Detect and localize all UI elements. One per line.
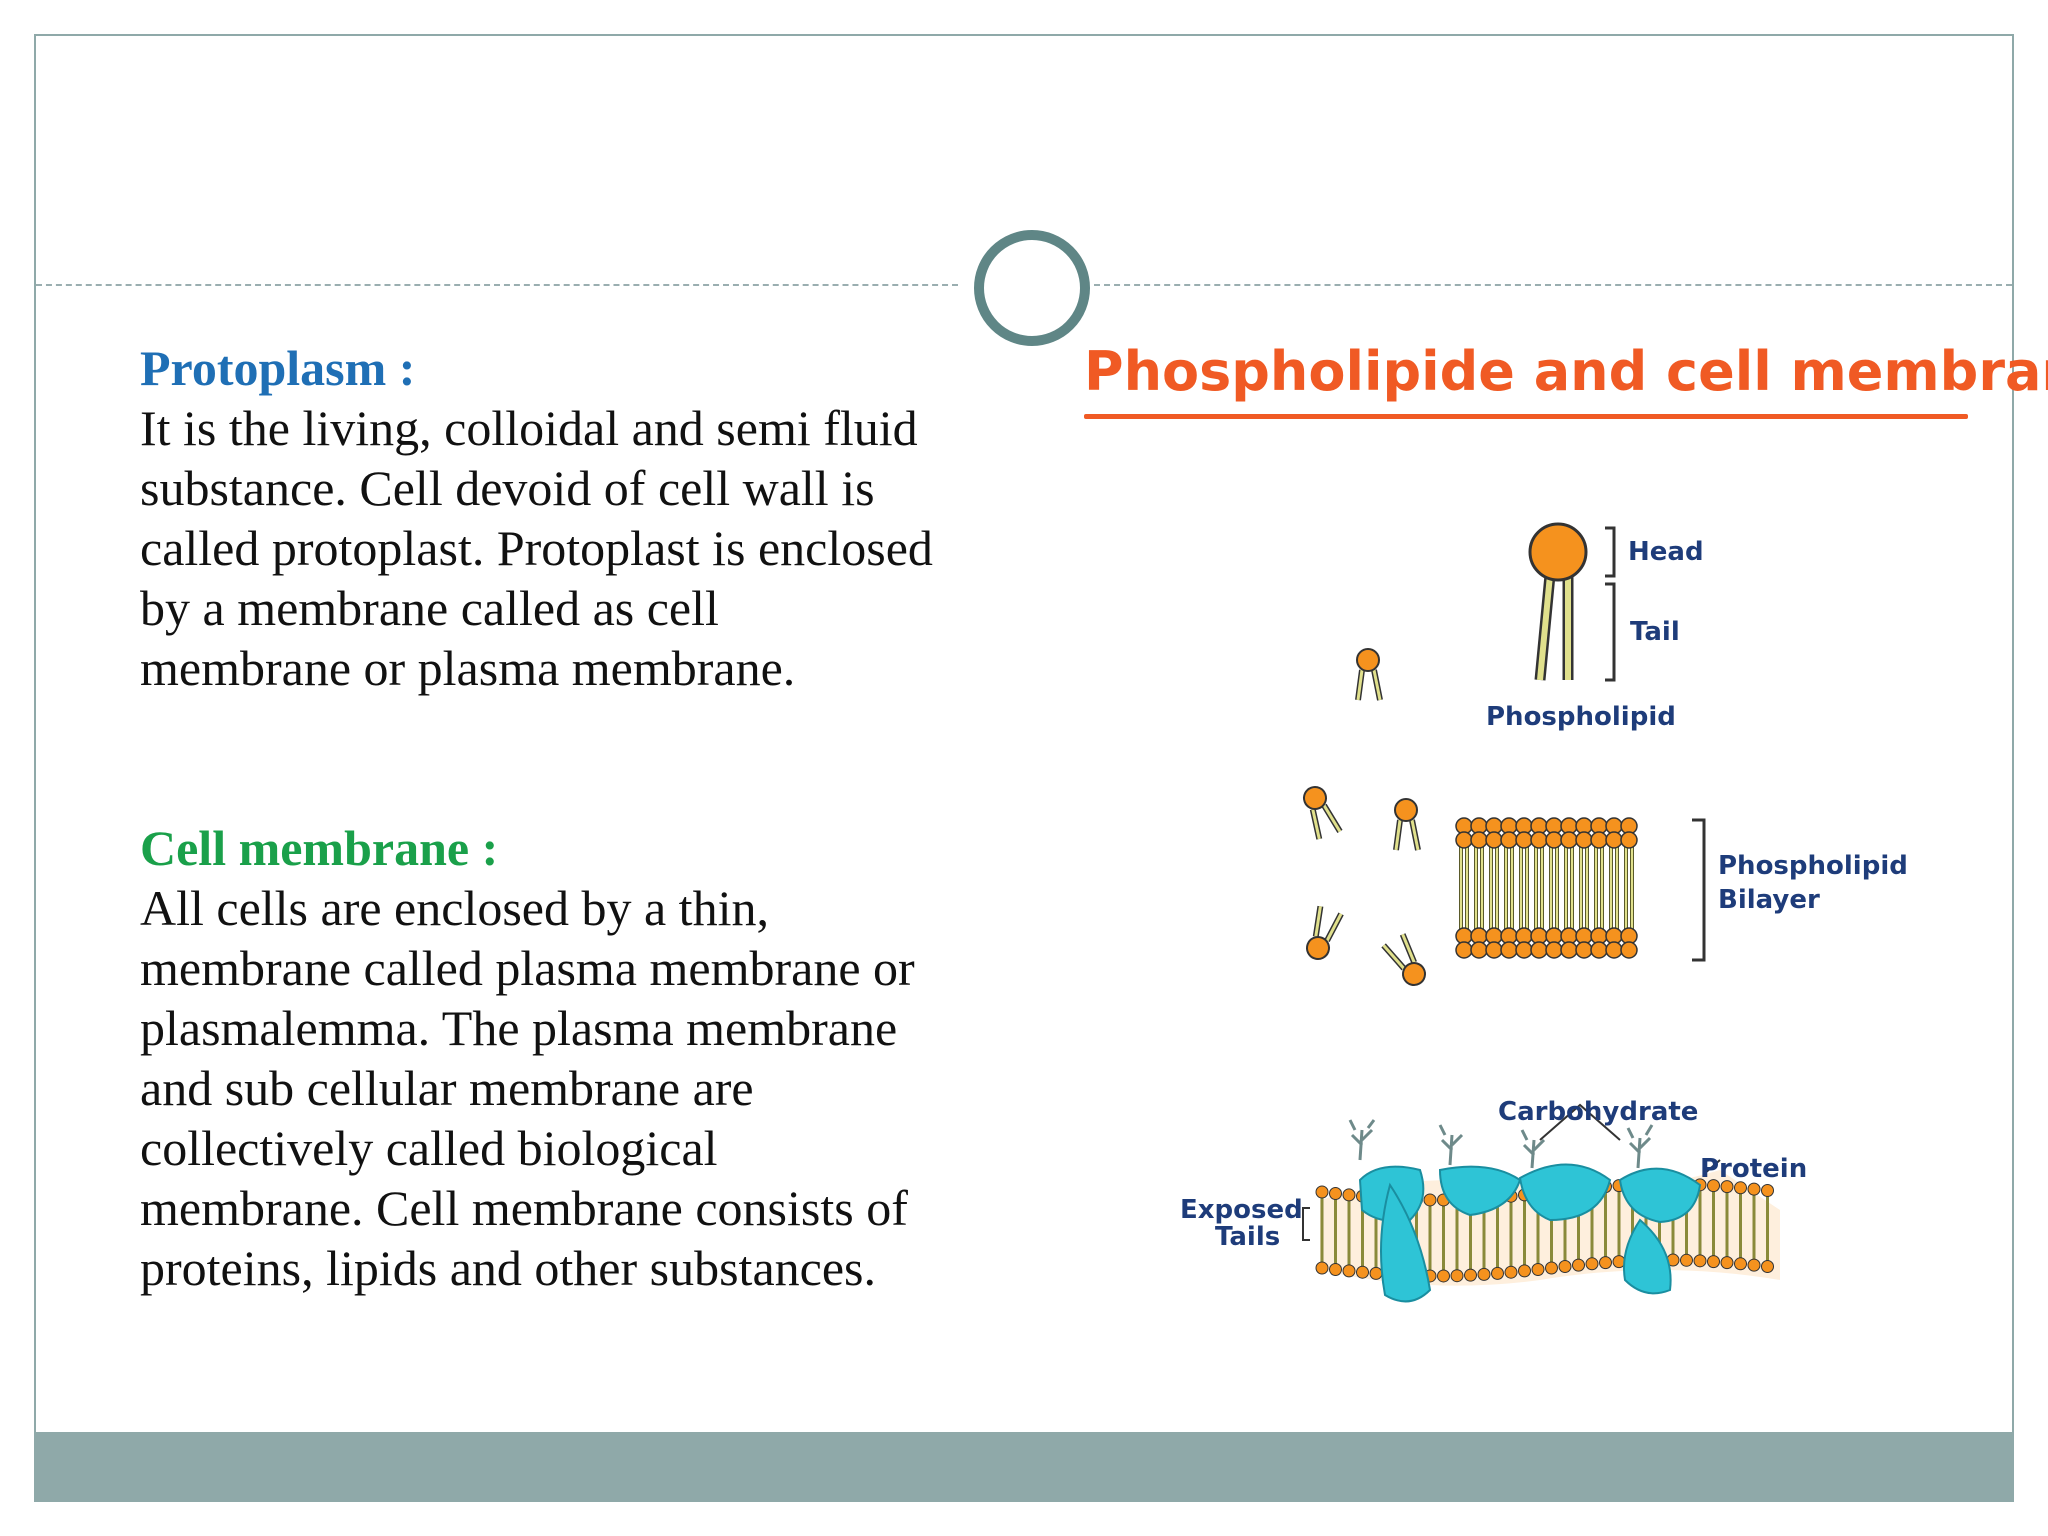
exposed-tails-label-line1: Exposed (1180, 1195, 1303, 1225)
cell-membrane-heading: Cell membrane : (140, 820, 499, 876)
protein-blob-4 (1518, 1163, 1612, 1222)
divider-line-right (1094, 284, 2012, 286)
cell-membrane-section-diagram (1302, 1103, 1780, 1303)
ring-ornament-icon (974, 230, 1090, 346)
diagram-title-underline (1084, 414, 1968, 419)
free-phospholipids (1303, 648, 1426, 986)
footer-bar (34, 1432, 2014, 1502)
protoplasm-heading: Protoplasm : (140, 340, 416, 396)
protein-pointer (1703, 1159, 1721, 1175)
carbohydrate-label: Carbohydrate (1498, 1097, 1698, 1127)
phospholipid-head (1528, 522, 1588, 582)
divider-line-left (36, 284, 958, 286)
diagram-title: Phospholipide and cell membrane (1084, 340, 2048, 403)
single-phospholipid (1528, 522, 1588, 681)
phospholipid-membrane-diagram: Head Tail Phospholipid Ph (1180, 522, 1908, 1303)
protein-blob-2 (1380, 1182, 1432, 1303)
phospholipid-label: Phospholipid (1486, 702, 1676, 732)
protein-blob-6 (1623, 1218, 1672, 1295)
protoplasm-description: It is the living, colloidal and semi flu… (140, 400, 933, 696)
cell-membrane-section: Cell membrane : All cells are enclosed b… (140, 818, 940, 1298)
carbohydrate-chains (1348, 1119, 1654, 1169)
protein-label: Protein (1700, 1154, 1807, 1184)
tail-bracket (1605, 582, 1616, 682)
protein-blob-5 (1618, 1167, 1702, 1224)
bilayer-label-line2: Bilayer (1718, 885, 1820, 915)
bilayer-label-line1: Phospholipid (1718, 851, 1908, 881)
protein-blob-3 (1438, 1165, 1522, 1217)
bilayer-bracket (1692, 818, 1706, 962)
head-label: Head (1628, 537, 1704, 567)
exposed-tails-bracket (1302, 1207, 1310, 1241)
phospholipid-bilayer (1455, 817, 1638, 959)
exposed-tails-label-line2: Tails (1215, 1222, 1280, 1252)
cell-membrane-description: All cells are enclosed by a thin, membra… (140, 880, 915, 1296)
head-bracket (1605, 526, 1616, 578)
carbohydrate-pointer (1539, 1103, 1621, 1141)
protoplasm-section: Protoplasm : It is the living, colloidal… (140, 338, 940, 698)
tail-label: Tail (1630, 617, 1680, 647)
